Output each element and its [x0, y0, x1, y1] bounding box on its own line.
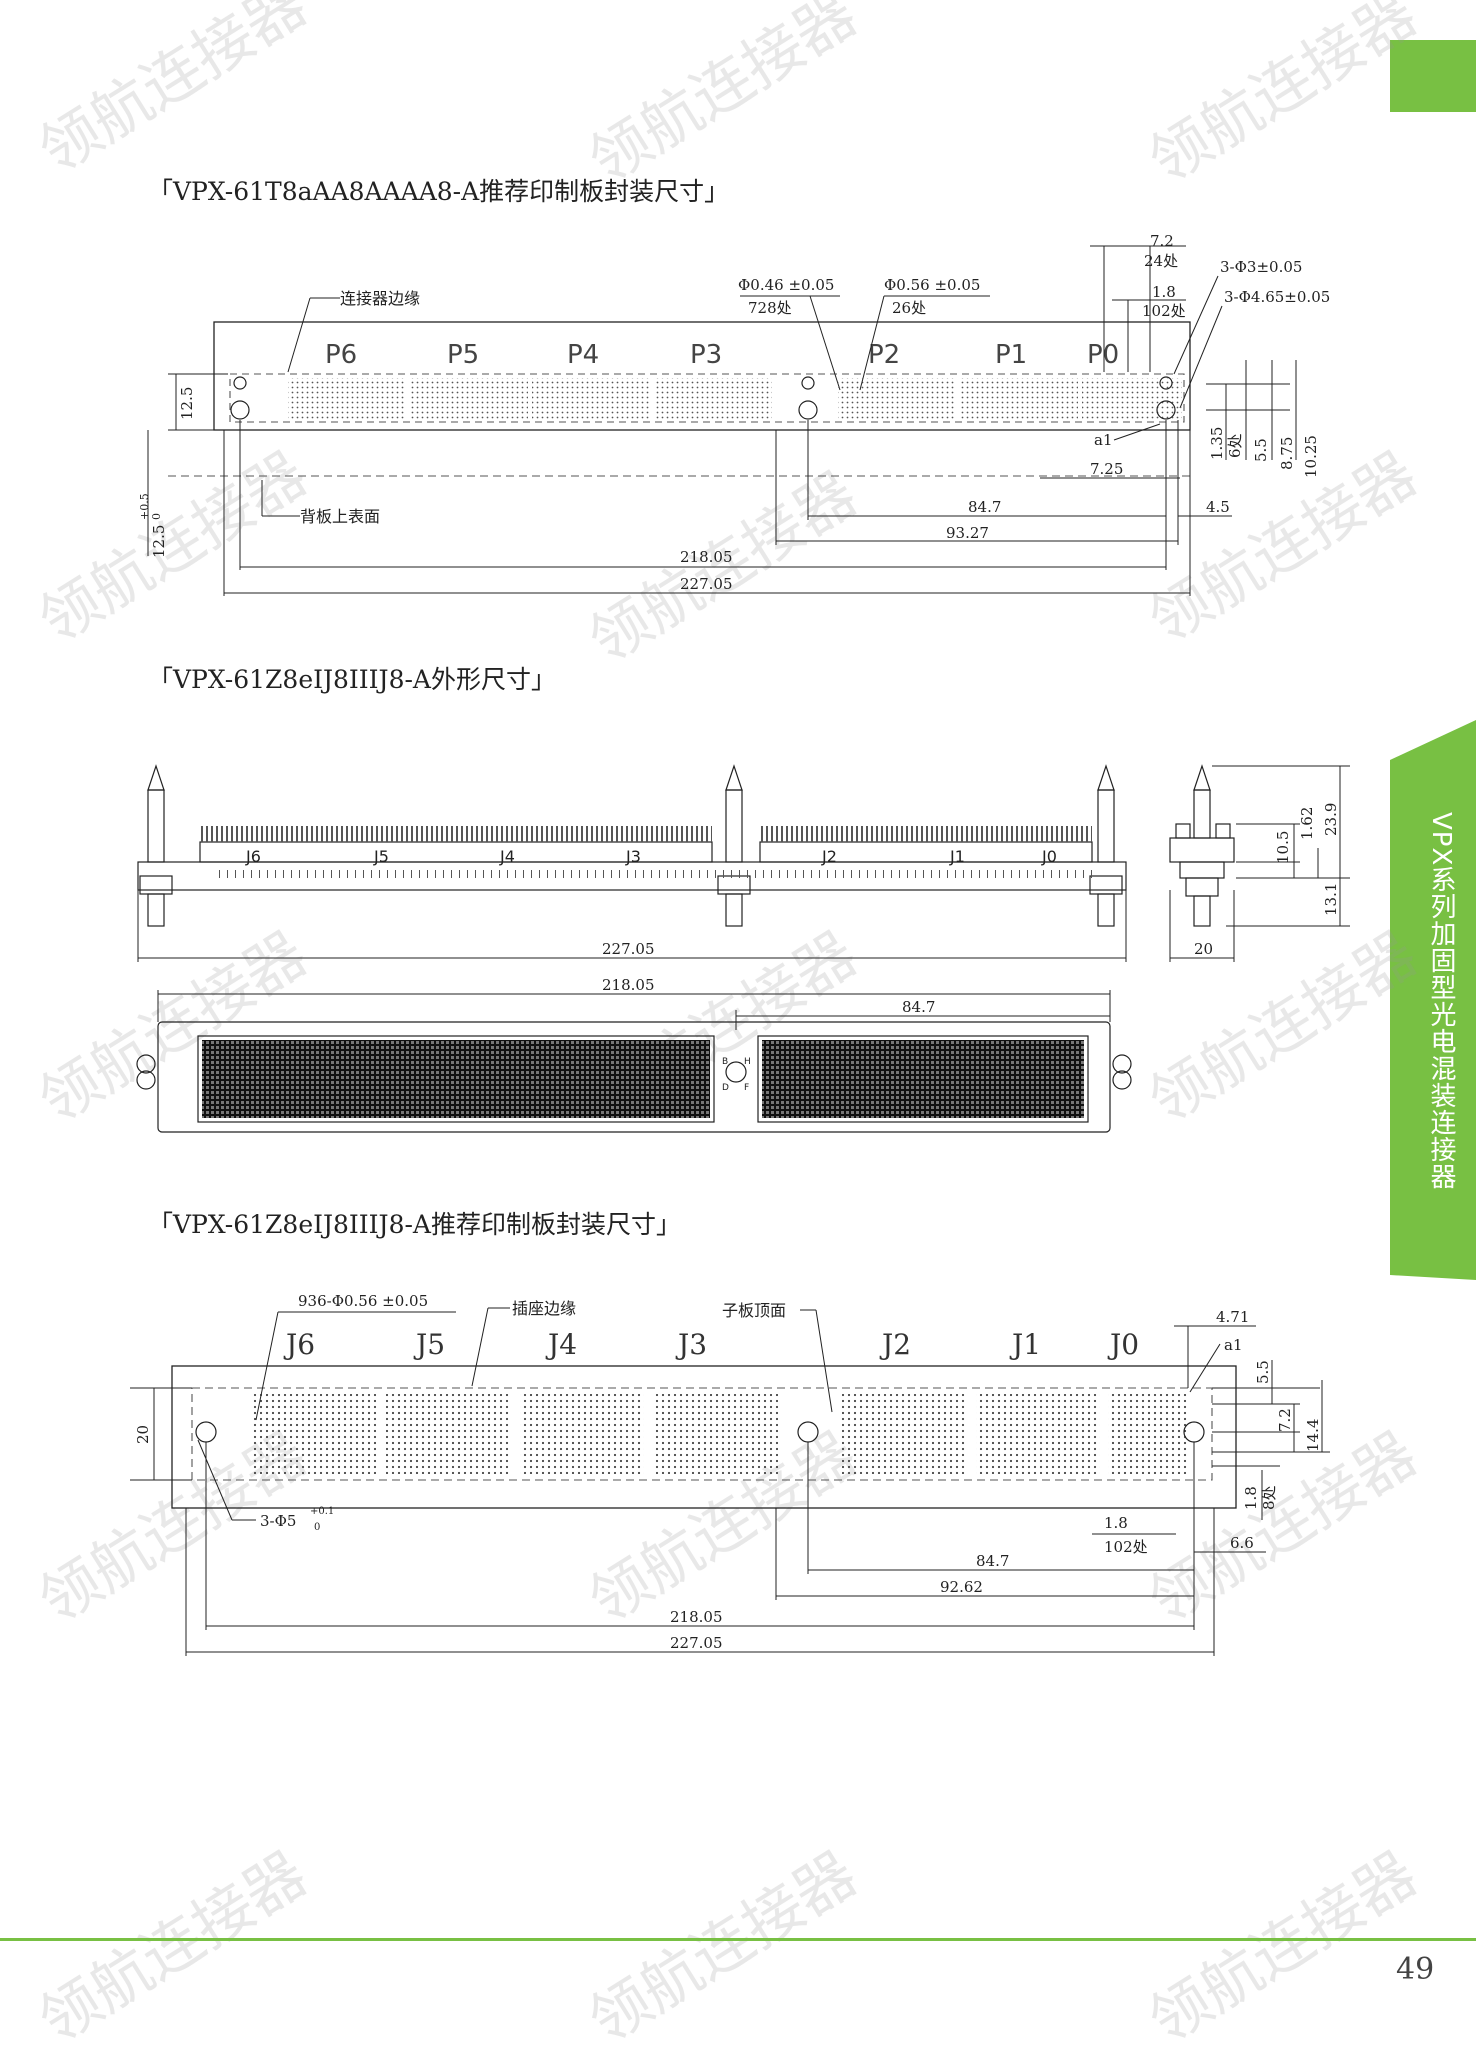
dim-phi4-65: 3-Φ4.65±0.05	[1224, 288, 1330, 306]
dim-phi5: 3-Φ5	[260, 1512, 296, 1530]
pin-letter: B	[722, 1057, 728, 1067]
corner-accent-tab	[1390, 40, 1476, 112]
section-title-outline: 「VPX-61Z8eIJ8IIIJ8-A外形尺寸」	[148, 665, 556, 694]
dim-1-8b: 1.8	[1104, 1514, 1128, 1532]
dim-7-25: 7.25	[1090, 460, 1123, 478]
slot-label: P4	[567, 340, 599, 370]
dim-tol-up: +0.5	[138, 493, 151, 520]
fig2-slot-labels: J6 J5 J4 J3 J2 J1 J0	[245, 847, 1057, 866]
dim-84-7: 84.7	[902, 998, 935, 1016]
dim-5-5: 5.5	[1254, 1360, 1272, 1384]
slot-label: J6	[283, 1328, 315, 1361]
dim-24: 24处	[1144, 252, 1178, 270]
slot-label: J2	[821, 847, 837, 866]
dim-84-7: 84.7	[968, 498, 1001, 516]
label-backplane-surface: 背板上表面	[300, 507, 380, 526]
dim-84-7: 84.7	[976, 1552, 1009, 1570]
slot-label: P1	[995, 340, 1027, 370]
dim-1-35: 1.35	[1208, 427, 1226, 460]
slot-label: J1	[1009, 1328, 1041, 1361]
slot-label: J3	[675, 1328, 707, 1361]
dim-6-6: 6.6	[1230, 1534, 1254, 1552]
dim-hole-count: 728处	[748, 299, 792, 317]
dim-1-8: 1.8	[1242, 1486, 1260, 1510]
dim-227-05: 227.05	[602, 940, 655, 958]
page-number: 49	[1396, 1952, 1435, 1987]
slot-label: J3	[625, 847, 641, 866]
dim-20: 20	[1194, 940, 1213, 958]
slot-label: P6	[325, 340, 357, 370]
dim-tol-lo: 0	[314, 1522, 320, 1533]
dim-227-05: 227.05	[670, 1634, 723, 1652]
dim-tol-up: +0.1	[310, 1506, 334, 1517]
dim-a1: a1	[1224, 1336, 1243, 1354]
dim-7-2: 7.2	[1276, 1408, 1294, 1432]
slot-label: J5	[373, 847, 389, 866]
slot-label: P3	[690, 340, 722, 370]
dim-hole-note: Φ0.46 ±0.05	[738, 276, 834, 294]
section-title-pcb-layout-p: 「VPX-61T8aAA8AAAA8-A推荐印制板封装尺寸」	[148, 177, 730, 206]
dim-14-4: 14.4	[1304, 1419, 1322, 1452]
dim-13-1: 13.1	[1322, 883, 1340, 916]
slot-label: J4	[499, 847, 515, 866]
slot-label: P2	[868, 340, 900, 370]
label-socket-edge: 插座边缘	[512, 1299, 576, 1318]
dim-tol-lo: 0	[150, 513, 163, 520]
fig3-slot-labels: J6 J5 J4 J3 J2 J1 J0	[283, 1328, 1139, 1361]
dim-8: 8处	[1260, 1485, 1278, 1510]
dim-5-5: 5.5	[1252, 438, 1270, 462]
dim-23-9: 23.9	[1322, 803, 1340, 836]
dim-218-05: 218.05	[670, 1608, 723, 1626]
dim-1-62: 1.62	[1298, 807, 1316, 840]
dim-1-8: 1.8	[1152, 283, 1176, 301]
slot-label: P5	[447, 340, 479, 370]
dim-6: 6处	[1226, 433, 1244, 458]
dim-a1: a1	[1094, 431, 1113, 449]
slot-label: J5	[413, 1328, 445, 1361]
dim-hole-note: Φ0.56 ±0.05	[884, 276, 980, 294]
dim-102: 102处	[1104, 1538, 1148, 1556]
slot-label: J2	[879, 1328, 911, 1361]
pin-letter: F	[744, 1083, 749, 1093]
dim-92-62: 92.62	[940, 1578, 983, 1596]
pin-letter: H	[744, 1057, 751, 1067]
slot-label: J6	[245, 847, 261, 866]
footer-rule	[0, 1938, 1476, 1941]
figure-3-pcb-layout: J6 J5 J4 J3 J2 J1 J0 936-Φ0.56 ±0.05 插座边…	[130, 1292, 1330, 1656]
side-label: VPX系列加固型光电混装连接器	[1426, 812, 1456, 1191]
dim-8-75: 8.75	[1278, 437, 1296, 470]
dim-227-05: 227.05	[680, 575, 733, 593]
section-title-pcb-layout-j: 「VPX-61Z8eIJ8IIIJ8-A推荐印制板封装尺寸」	[148, 1210, 681, 1239]
dim-hole-note: 936-Φ0.56 ±0.05	[298, 1292, 428, 1310]
dim-12-5: 12.5	[178, 387, 196, 420]
slot-label: J0	[1107, 1328, 1139, 1361]
dim-4-5: 4.5	[1206, 498, 1230, 516]
slot-label: J0	[1041, 847, 1057, 866]
slot-label: J4	[545, 1328, 577, 1361]
dim-phi3: 3-Φ3±0.05	[1220, 258, 1302, 276]
pin-letter: D	[722, 1083, 729, 1093]
dim-20: 20	[134, 1425, 152, 1444]
label-daughterboard-top: 子板顶面	[722, 1301, 786, 1320]
dim-93-27: 93.27	[946, 524, 989, 542]
slot-label: P0	[1087, 340, 1119, 370]
dim-102: 102处	[1142, 302, 1186, 320]
dim-218-05: 218.05	[602, 976, 655, 994]
fig1-slot-labels: P6 P5 P4 P3 P2 P1 P0	[325, 340, 1119, 370]
dim-10-5: 10.5	[1274, 831, 1292, 864]
side-accent-tab	[1390, 720, 1476, 1280]
label-connector-edge: 连接器边缘	[340, 289, 420, 308]
figure-2-outline: J6 J5 J4 J3 J2 J1 J0 227.05 23.9 1.62	[136, 764, 1350, 1133]
dim-218-05: 218.05	[680, 548, 733, 566]
dim-hole-count: 26处	[892, 299, 926, 317]
slot-label: J1	[949, 847, 965, 866]
figure-1-pcb-layout: P6 P5 P4 P3 P2 P1 P0 连接器边缘 背板上表面 Φ0.46 ±…	[138, 232, 1330, 596]
dim-10-25: 10.25	[1302, 435, 1320, 478]
dim-12-5b: 12.5	[150, 525, 168, 558]
dim-4-71: 4.71	[1216, 1308, 1249, 1326]
